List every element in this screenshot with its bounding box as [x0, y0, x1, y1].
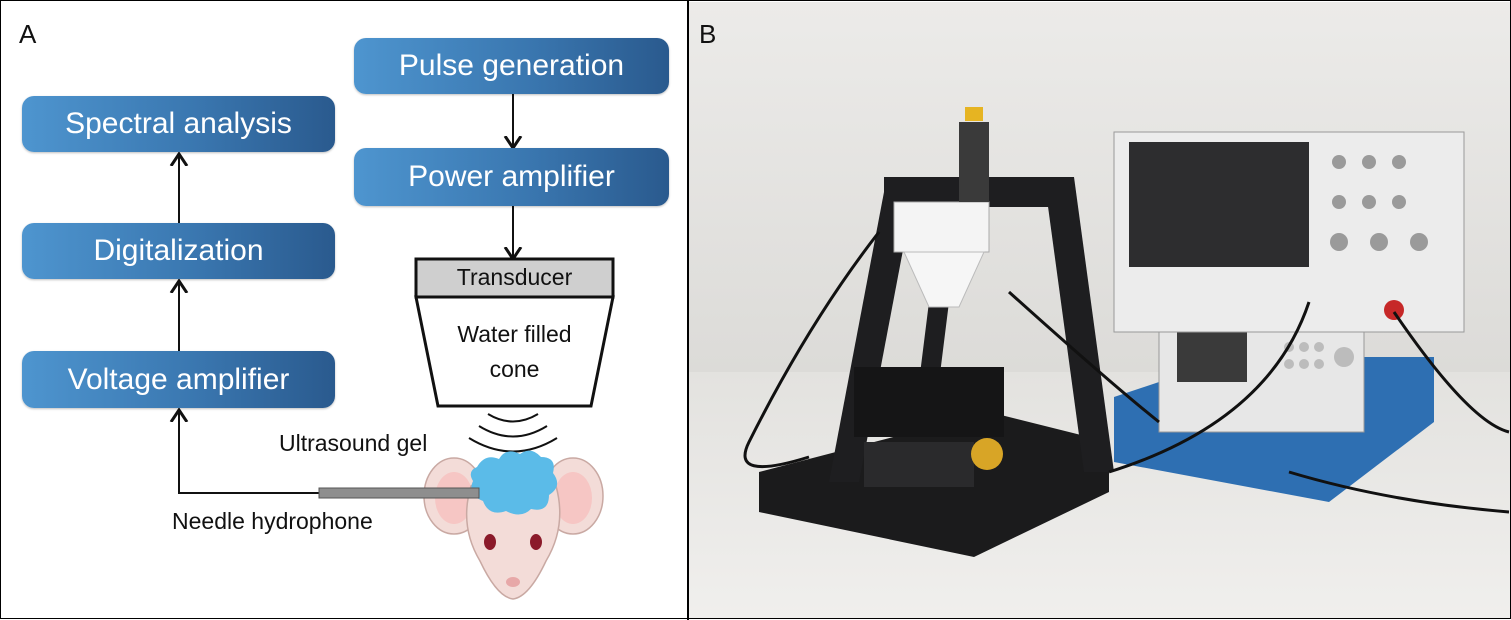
- mounting-frame: [829, 177, 1114, 482]
- power-amplifier-box: Power amplifier: [354, 148, 669, 206]
- spectral-analysis-box: Spectral analysis: [22, 96, 335, 152]
- photo-cone: [903, 251, 985, 308]
- panel-divider: [687, 1, 689, 620]
- panel-a-label: A: [19, 19, 37, 49]
- transducer-holder: [893, 201, 990, 253]
- ultrasound-waves: [468, 413, 558, 453]
- transducer-shape: [414, 257, 615, 299]
- setup-photograph: [689, 2, 1510, 618]
- cone-label-line1: Water filled: [457, 321, 572, 347]
- oscilloscope-screen: [1129, 142, 1309, 267]
- voltage-amplifier-box: Voltage amplifier: [22, 351, 335, 408]
- transducer-label: Transducer: [456, 264, 573, 290]
- needle-hydrophone-label: Needle hydrophone: [172, 508, 373, 534]
- cone-label-line2: cone: [489, 356, 540, 382]
- digitalization-box: Digitalization: [22, 223, 335, 279]
- panel-b-label: B: [699, 19, 717, 49]
- mouse-illustration: [423, 450, 604, 600]
- xy-stage: [854, 367, 1004, 437]
- panel-a-diagram: [1, 94, 615, 600]
- hydrophone-signal-line: [179, 412, 319, 494]
- pulse-generation-box: Pulse generation: [354, 38, 669, 94]
- generator-screen: [1177, 332, 1247, 382]
- needle-hydrophone-shape: [318, 487, 480, 499]
- ultrasound-gel-label: Ultrasound gel: [279, 430, 428, 456]
- water-cone-shape: [414, 295, 615, 408]
